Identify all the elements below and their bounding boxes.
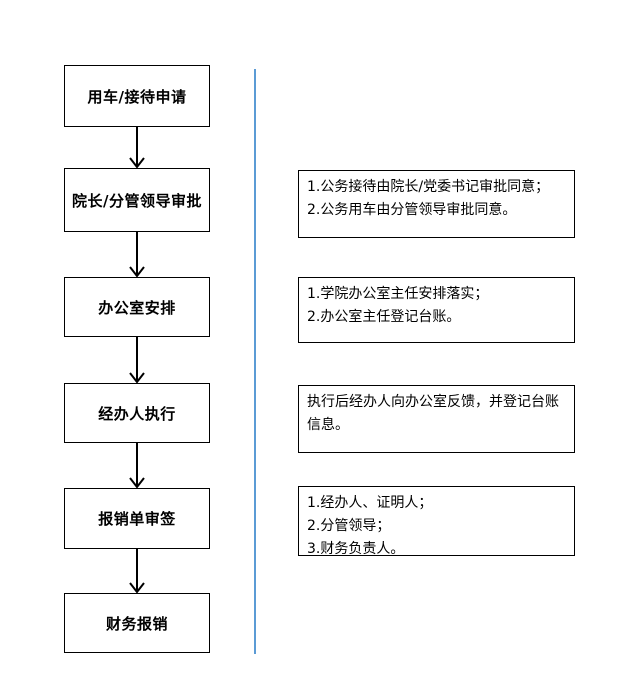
annotation-line: 2.分管领导； bbox=[307, 518, 391, 534]
flow-arrow-down bbox=[129, 443, 145, 488]
flow-arrow-down bbox=[129, 337, 145, 383]
flow-step-handler-execution: 经办人执行 bbox=[64, 383, 210, 443]
annotation-line: 执行后经办人向办公室反馈，并登记台账信息。 bbox=[307, 394, 559, 433]
annotation-box-feedback: 执行后经办人向办公室反馈，并登记台账信息。 bbox=[298, 385, 575, 453]
flow-step-office-arrangement: 办公室安排 bbox=[64, 277, 210, 337]
flow-arrow-down bbox=[129, 127, 145, 168]
flow-arrow-down bbox=[129, 232, 145, 277]
flow-step-financial-reimbursement: 财务报销 bbox=[64, 593, 210, 653]
flow-step-label: 办公室安排 bbox=[98, 298, 176, 317]
flow-step-vehicle-reception-application: 用车/接待申请 bbox=[64, 65, 210, 127]
flow-step-reimbursement-review: 报销单审签 bbox=[64, 488, 210, 549]
annotation-line: 1.学院办公室主任安排落实； bbox=[307, 286, 489, 302]
flow-step-label: 财务报销 bbox=[105, 614, 168, 633]
annotation-box-approval-rules: 1.公务接待由院长/党委书记审批同意； 2.公务用车由分管领导审批同意。 bbox=[298, 170, 575, 238]
flow-step-label: 院长/分管领导审批 bbox=[72, 191, 202, 210]
flow-arrow-down bbox=[129, 549, 145, 593]
annotation-box-office-duties: 1.学院办公室主任安排落实； 2.办公室主任登记台账。 bbox=[298, 277, 575, 343]
divider-line bbox=[254, 69, 256, 654]
flow-step-leader-approval: 院长/分管领导审批 bbox=[64, 168, 210, 232]
annotation-line: 2.办公室主任登记台账。 bbox=[307, 309, 461, 325]
annotation-line: 2.公务用车由分管领导审批同意。 bbox=[307, 202, 517, 218]
flow-step-label: 经办人执行 bbox=[98, 404, 176, 423]
annotation-line: 3.财务负责人。 bbox=[307, 541, 405, 557]
annotation-line: 1.经办人、证明人； bbox=[307, 495, 433, 511]
annotation-box-signers: 1.经办人、证明人； 2.分管领导； 3.财务负责人。 bbox=[298, 486, 575, 557]
flow-step-label: 报销单审签 bbox=[98, 510, 176, 528]
flow-step-label: 用车/接待申请 bbox=[87, 87, 187, 106]
annotation-line: 1.公务接待由院长/党委书记审批同意； bbox=[307, 179, 550, 195]
